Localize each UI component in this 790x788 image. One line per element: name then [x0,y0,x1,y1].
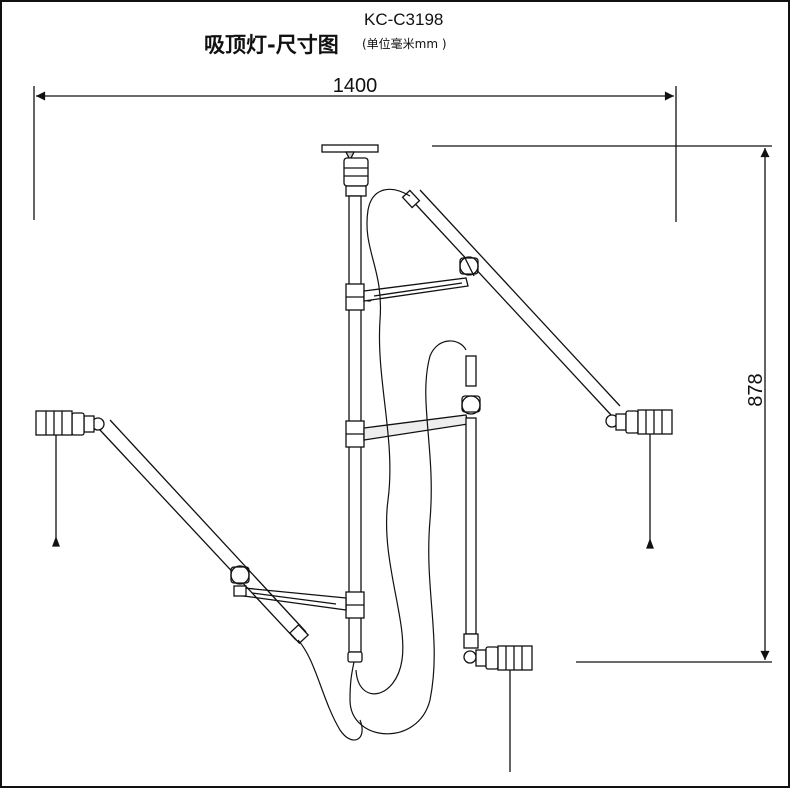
bracket-middle [363,414,469,441]
height-value: 878 [745,373,767,406]
drawing-title: 吸顶灯-尺寸图 [204,33,339,57]
unit-note: (单位毫米mm ) [362,37,447,51]
arm-left [99,419,310,645]
bracket-top [363,277,469,302]
height-dimension [432,145,772,663]
bracket-bottom [243,587,347,611]
lamp-socket-right [605,409,673,549]
model-number: KC-C3198 [364,10,444,29]
power-cords [297,188,467,741]
lamp-socket-left [35,410,105,547]
width-value: 1400 [333,75,378,97]
arm-upper-right [401,189,621,417]
arm-lower-vertical [461,355,481,649]
ceiling-mount [321,144,379,197]
lamp-socket-bottom [463,645,533,772]
width-dimension [33,86,677,222]
